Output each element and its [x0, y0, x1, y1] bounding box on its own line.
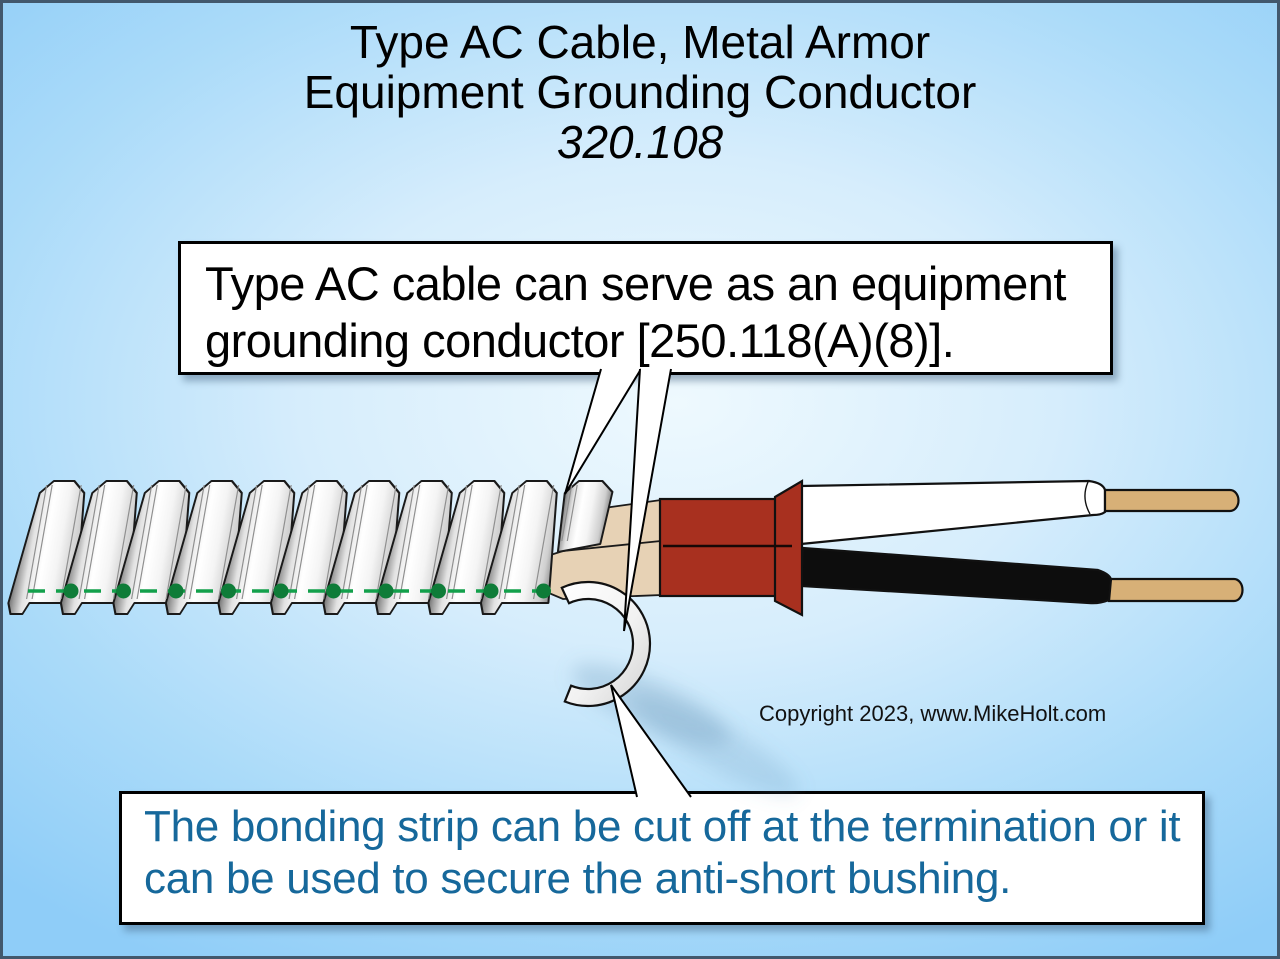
callout-pointer-armor — [564, 368, 642, 495]
armor-rib-detail-lines — [25, 485, 578, 599]
callout-top-box: Type AC cable can serve as an equipment … — [178, 241, 1113, 375]
page-title: Type AC Cable, Metal Armor Equipment Gro… — [3, 17, 1277, 167]
copper-tip-white — [1103, 488, 1240, 513]
white-conductor — [799, 479, 1240, 546]
callout-bottom-box: The bonding strip can be cut off at the … — [119, 791, 1205, 925]
cast-shadow — [571, 663, 799, 797]
paper-wrap-upper — [567, 498, 662, 555]
bonding-strip-dots — [63, 583, 551, 599]
callout-bottom-text: The bonding strip can be cut off at the … — [144, 802, 1181, 903]
callout-pointers — [564, 368, 692, 798]
callout-pointer-bottom — [610, 684, 692, 798]
anti-short-bushing — [658, 479, 804, 617]
paper-wrap-lower — [524, 540, 662, 600]
paper-wrap — [524, 498, 853, 600]
callout-top-text: Type AC cable can serve as an equipment … — [205, 257, 1066, 367]
callout-pointer-strip — [623, 368, 672, 632]
white-insulation-cap-line — [1084, 481, 1091, 515]
armor-partial-rib — [556, 480, 614, 553]
copper-tip-black — [1107, 577, 1244, 603]
paper-wrap-exit-lower — [800, 549, 851, 585]
title-line-2: Equipment Grounding Conductor — [303, 66, 977, 118]
bushing-flange — [773, 479, 804, 617]
metal-armor — [7, 480, 614, 615]
bonding-strip-curl — [560, 580, 652, 708]
bonding-strip-dashes — [28, 583, 555, 599]
black-conductor — [799, 546, 1244, 605]
copyright-text: Copyright 2023, www.MikeHolt.com — [759, 701, 1107, 726]
title-code-section: 320.108 — [556, 116, 724, 168]
paper-wrap-exit-upper — [800, 508, 853, 536]
title-line-1: Type AC Cable, Metal Armor — [349, 16, 931, 68]
